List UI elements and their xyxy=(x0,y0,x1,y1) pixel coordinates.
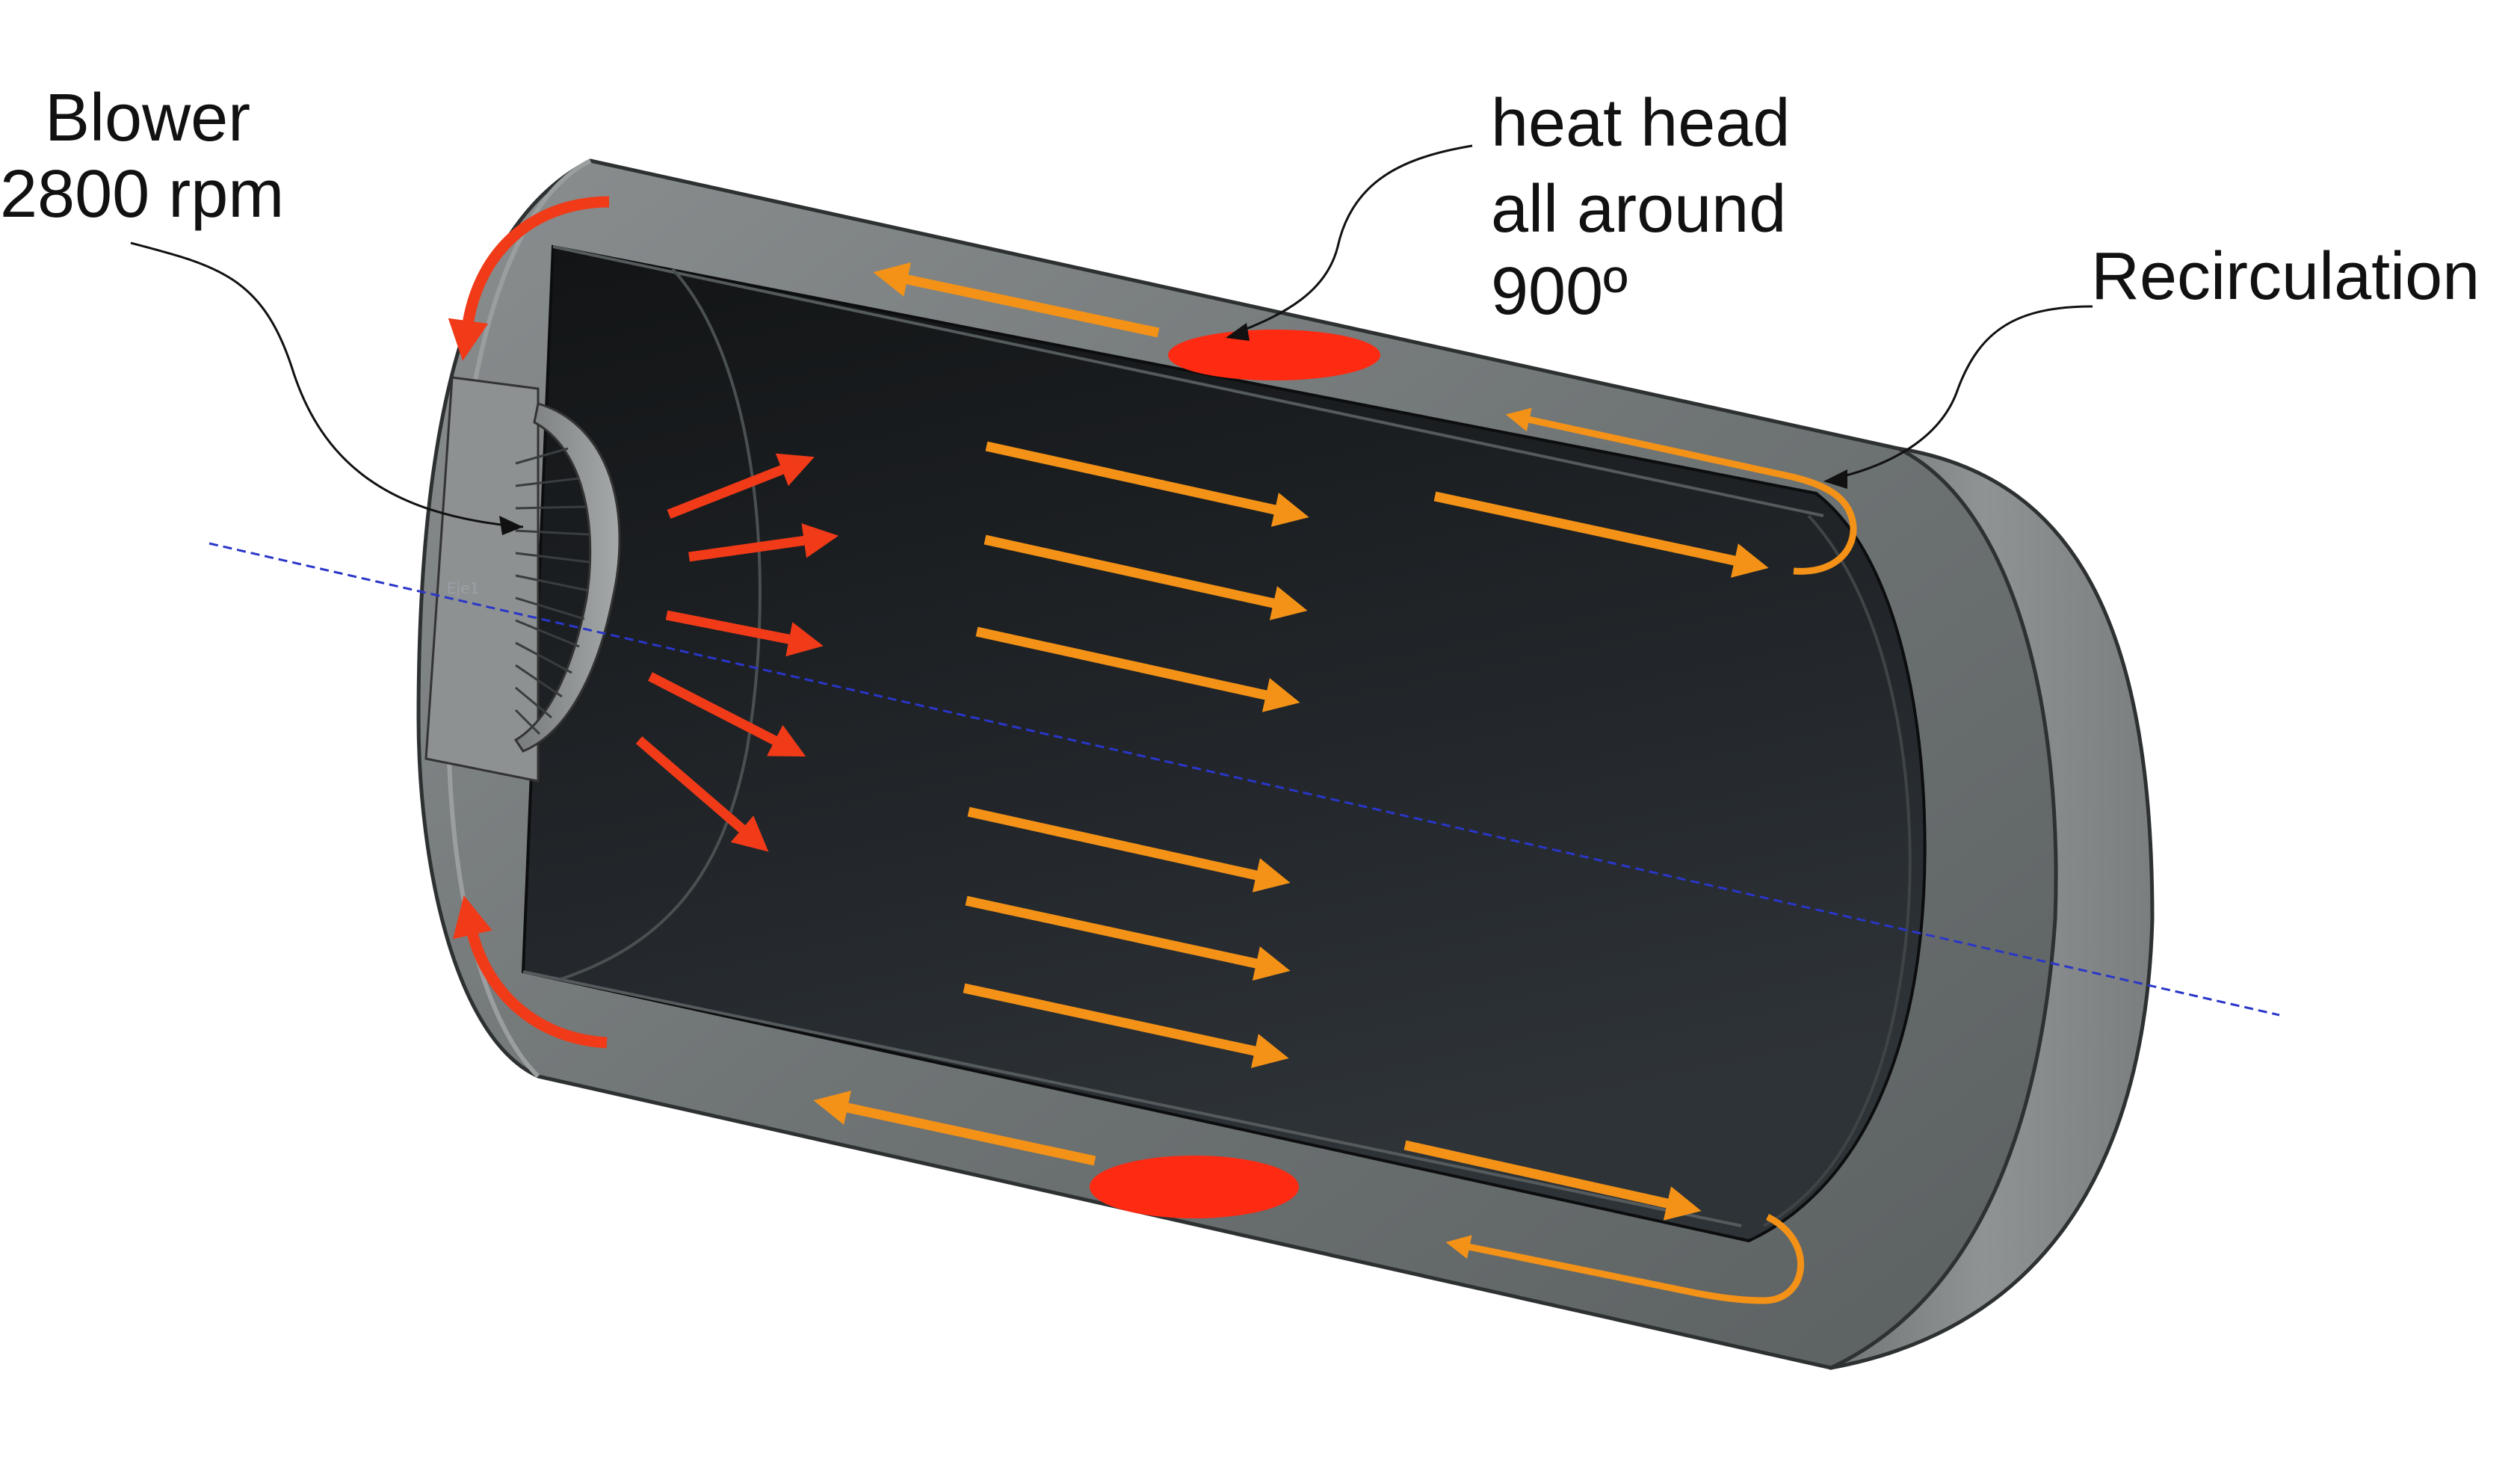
recirculation-leader-line xyxy=(1834,305,2093,480)
inner-top-edge xyxy=(552,245,1824,517)
recirculation-leader-arrow xyxy=(1823,469,1847,489)
inner-left-disc xyxy=(560,268,762,981)
center-axis xyxy=(209,542,2280,1017)
blower-speed-label: 2800 rpm xyxy=(0,157,284,232)
blower-leader-line xyxy=(130,241,524,528)
heater-bottom xyxy=(1090,1156,1299,1218)
heater-top xyxy=(1168,330,1380,380)
flow-arrow-5 xyxy=(965,895,1291,981)
flow-arrow-4 xyxy=(967,807,1291,892)
bottom-return-arrow xyxy=(813,1091,1096,1166)
flow-arrow-3 xyxy=(975,626,1300,712)
top-inner-arrow xyxy=(1433,491,1769,578)
bottom-recirculation-loop xyxy=(1445,1213,1805,1304)
flow-arrow-2 xyxy=(983,534,1308,620)
blower-label: Blower xyxy=(45,81,250,155)
shell-arrow-bottom-left xyxy=(452,895,608,1049)
axis-label: Eje1 xyxy=(447,579,479,597)
blower-arrow-4 xyxy=(648,672,806,757)
blower-fan-icon xyxy=(424,376,621,783)
top-return-arrow xyxy=(873,262,1160,338)
flow-arrow-6 xyxy=(963,983,1289,1068)
heat-label-line-2: all around xyxy=(1491,172,1786,247)
top-recirculation-loop xyxy=(1505,407,1857,575)
heat-leader-arrow xyxy=(1226,323,1250,341)
flow-arrow-1 xyxy=(985,441,1309,527)
inner-bottom-edge xyxy=(522,970,1742,1227)
heat-leader-line xyxy=(1236,144,1473,334)
blower-arrow-2 xyxy=(688,523,839,562)
blower-arrow-3 xyxy=(665,610,824,657)
shell-arrow-top-left xyxy=(448,196,610,361)
bottom-inner-arrow xyxy=(1403,1140,1702,1221)
heat-label-line-1: heat head xyxy=(1491,86,1790,161)
recirculation-label: Recirculation xyxy=(2091,239,2480,314)
blower-leader-arrow xyxy=(499,516,523,535)
blower-arrow-5 xyxy=(635,736,769,852)
inner-right-disc xyxy=(1763,514,1912,1227)
heat-temperature-label: 900º xyxy=(1491,254,1628,329)
blower-arrow-1 xyxy=(667,453,815,519)
